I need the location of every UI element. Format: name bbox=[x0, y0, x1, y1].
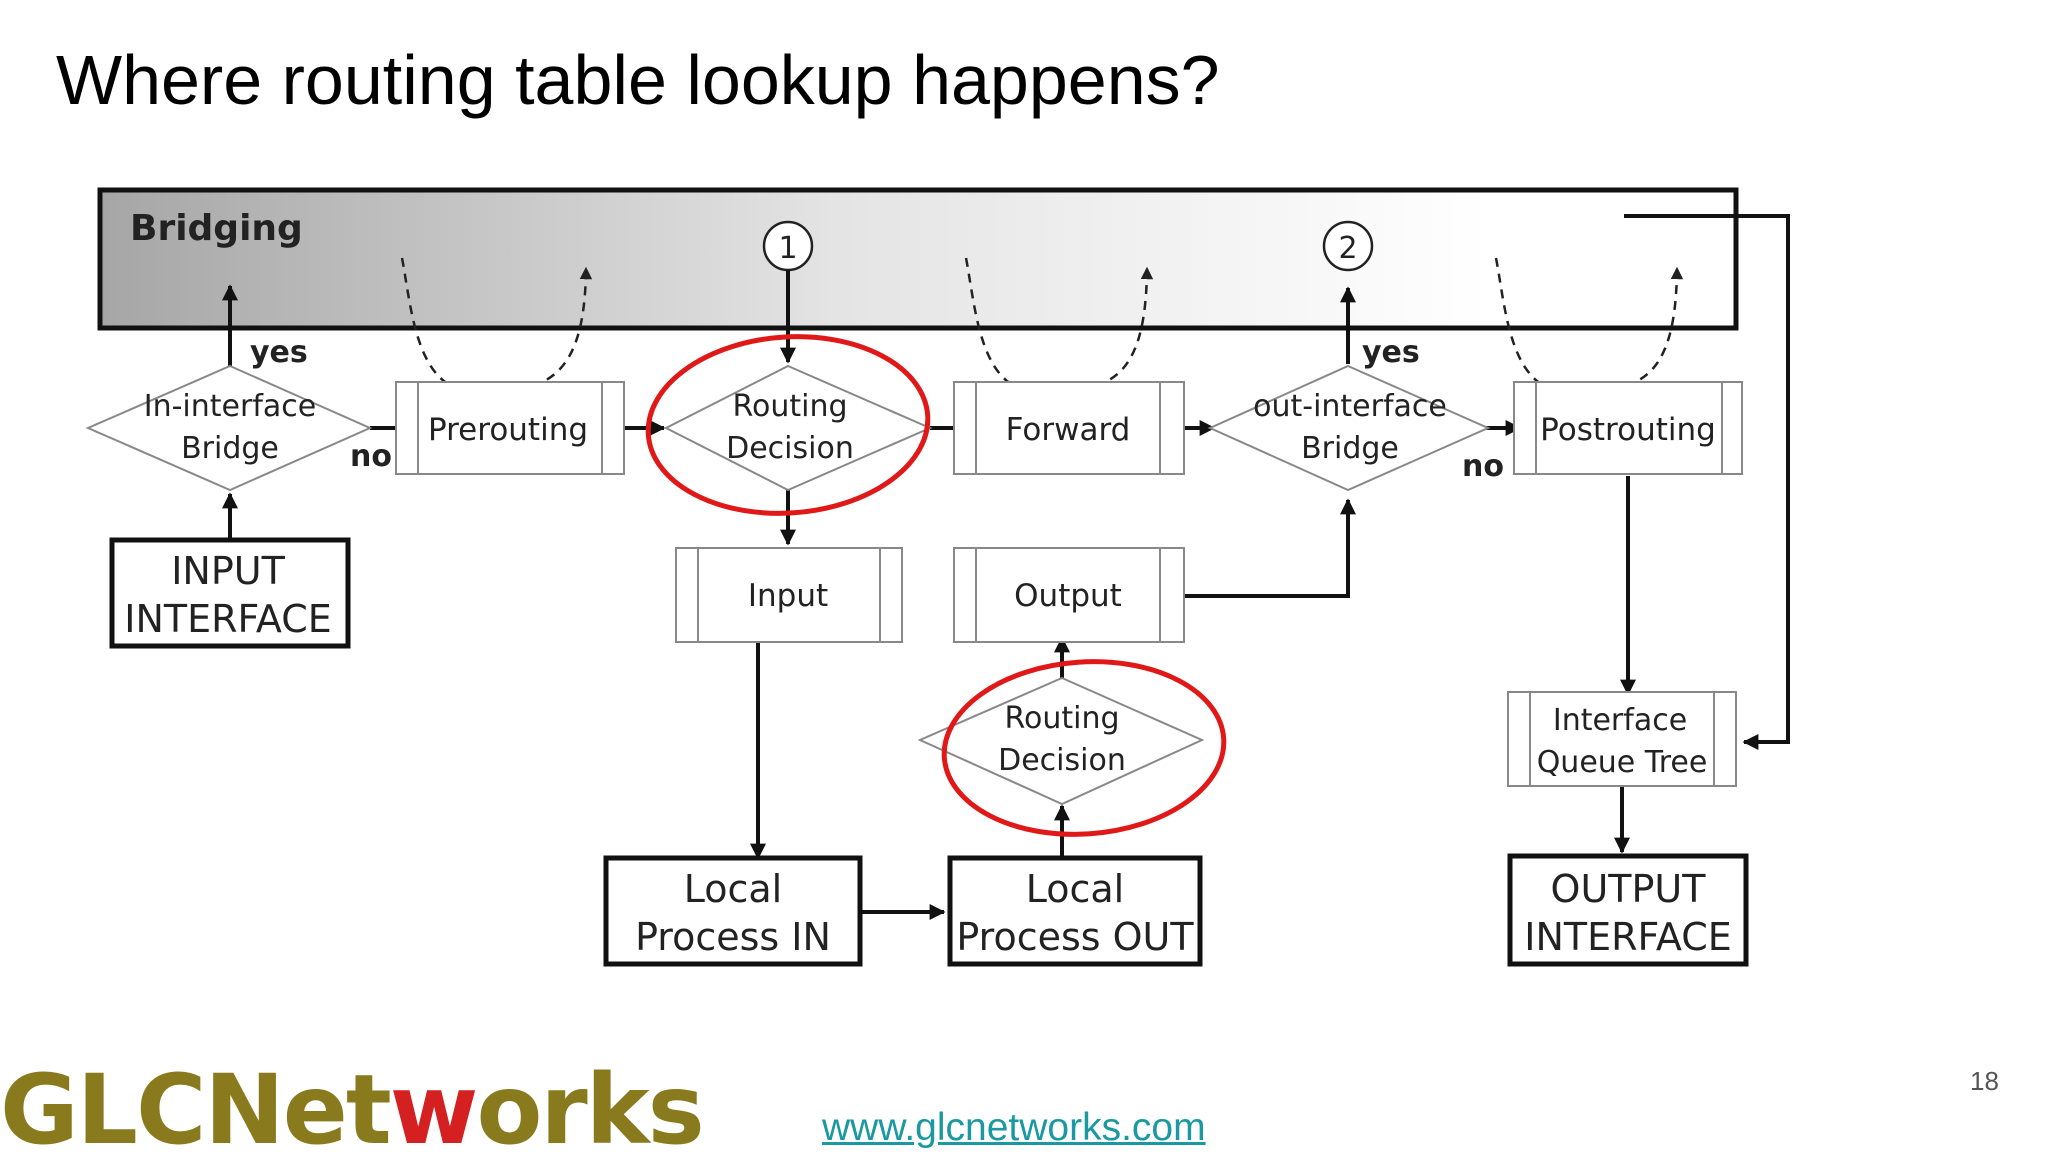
marker-2-label: 2 bbox=[1338, 231, 1357, 266]
routing-decision-top-line1: Routing bbox=[732, 389, 847, 424]
yes-label-in: yes bbox=[250, 335, 308, 370]
in-interface-bridge-line2: Bridge bbox=[181, 431, 279, 466]
input-node: Input bbox=[675, 547, 903, 643]
local-process-in-line1: Local bbox=[684, 867, 783, 911]
highlight-routing-decision-top bbox=[645, 334, 931, 516]
prerouting-label: Prerouting bbox=[428, 412, 588, 448]
no-label-in: no bbox=[350, 439, 392, 474]
slide-title: Where routing table lookup happens? bbox=[56, 41, 1220, 119]
out-interface-bridge-line1: out-interface bbox=[1253, 389, 1447, 424]
output-node: Output bbox=[953, 547, 1185, 643]
marker-2: 2 bbox=[1322, 220, 1374, 272]
flow-edges bbox=[222, 214, 1790, 920]
output-label: Output bbox=[1014, 578, 1122, 614]
routing-decision-top-node: Routing Decision bbox=[663, 364, 933, 492]
local-process-out-line1: Local bbox=[1026, 867, 1125, 911]
local-process-in-node: Local Process IN bbox=[603, 855, 863, 967]
postrouting-label: Postrouting bbox=[1540, 412, 1716, 448]
page-number: 18 bbox=[1970, 1066, 1999, 1096]
output-interface-line1: OUTPUT bbox=[1551, 867, 1707, 911]
logo-text-part1: GLCNet bbox=[0, 1054, 392, 1166]
forward-node: Forward bbox=[953, 381, 1185, 475]
out-interface-bridge-line2: Bridge bbox=[1301, 431, 1399, 466]
input-interface-line1: INPUT bbox=[171, 549, 285, 593]
input-interface-node: INPUT INTERFACE bbox=[109, 537, 351, 649]
marker-1-label: 1 bbox=[778, 231, 797, 266]
in-interface-bridge-node: In-interface Bridge bbox=[85, 364, 373, 492]
local-process-in-line2: Process IN bbox=[635, 915, 831, 959]
output-interface-node: OUTPUT INTERFACE bbox=[1507, 853, 1749, 967]
forward-label: Forward bbox=[1006, 412, 1131, 448]
routing-decision-top-line2: Decision bbox=[726, 431, 854, 466]
bridging-bar: Bridging bbox=[97, 187, 1739, 331]
interface-queue-tree-node: Interface Queue Tree bbox=[1507, 691, 1737, 787]
local-process-out-node: Local Process OUT bbox=[947, 855, 1203, 967]
routing-decision-bottom-node: Routing Decision bbox=[917, 676, 1205, 806]
prerouting-node: Prerouting bbox=[395, 381, 625, 475]
yes-label-out: yes bbox=[1362, 335, 1420, 370]
highlight-routing-decision-bottom bbox=[941, 659, 1227, 837]
glcnetworks-logo: GLCNetworks bbox=[0, 1062, 705, 1158]
output-interface-line2: INTERFACE bbox=[1524, 915, 1732, 959]
input-interface-line2: INTERFACE bbox=[124, 597, 332, 641]
input-label: Input bbox=[748, 578, 828, 614]
out-interface-bridge-node: out-interface Bridge bbox=[1207, 364, 1491, 492]
website-link[interactable]: www.glcnetworks.com bbox=[822, 1106, 1206, 1149]
marker-1: 1 bbox=[762, 220, 814, 272]
logo-text-part3: orks bbox=[476, 1054, 704, 1166]
routing-decision-bottom-line1: Routing bbox=[1004, 701, 1119, 736]
interface-queue-tree-line1: Interface bbox=[1553, 703, 1687, 738]
logo-text-part2: w bbox=[389, 1054, 479, 1166]
interface-queue-tree-line2: Queue Tree bbox=[1537, 745, 1708, 780]
in-interface-bridge-line1: In-interface bbox=[144, 389, 317, 424]
routing-decision-bottom-line2: Decision bbox=[998, 743, 1126, 778]
bridge-bypass-curves bbox=[400, 257, 1684, 394]
local-process-out-line2: Process OUT bbox=[956, 915, 1194, 959]
no-label-out: no bbox=[1462, 449, 1504, 484]
postrouting-node: Postrouting bbox=[1513, 381, 1743, 475]
bridging-label: Bridging bbox=[130, 208, 303, 249]
